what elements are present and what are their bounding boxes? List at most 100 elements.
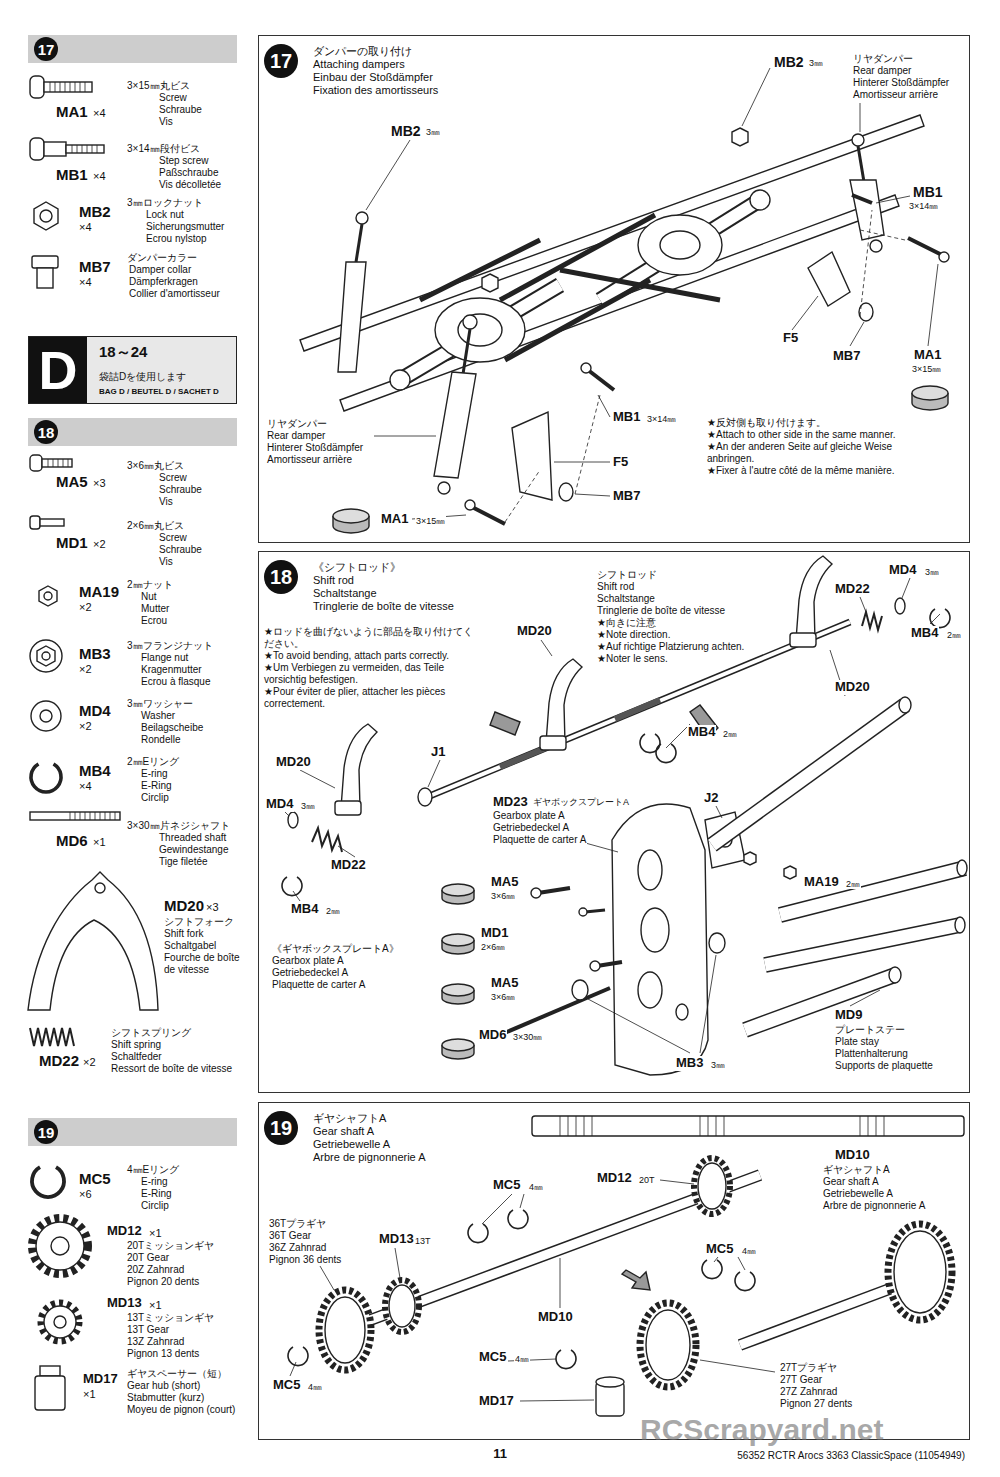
label-text: 2㎜ bbox=[946, 630, 962, 640]
label-text: Ressort de boîte de vitesse bbox=[110, 1063, 233, 1075]
part-code: MD12 bbox=[106, 1224, 143, 1239]
label-text: Pignon 36 dents bbox=[268, 1254, 342, 1266]
label-text: ×2 bbox=[78, 663, 93, 676]
label-text: 《ギヤボックスプレートA》 bbox=[271, 943, 400, 955]
label-text: 3×30㎜ bbox=[512, 1032, 543, 1042]
part-code: MD17 bbox=[82, 1372, 119, 1387]
label-text: 27Tプラギヤ bbox=[779, 1362, 838, 1374]
label-text: Nut bbox=[140, 591, 158, 603]
step-title: BAG D / BEUTEL D / SACHET D bbox=[99, 387, 219, 396]
label-text: Getriebedeckel A bbox=[271, 967, 349, 979]
label-text: 3×6㎜丸ビス bbox=[126, 460, 185, 472]
label-text: シフトフォーク bbox=[163, 916, 235, 928]
part-code: MB2 bbox=[773, 54, 805, 70]
part-code: MD22 bbox=[38, 1052, 80, 1069]
label-text: E-ring bbox=[140, 768, 169, 780]
part-code: MA5 bbox=[490, 976, 519, 991]
label-text: 3㎜ bbox=[425, 127, 441, 137]
label-text: Gewindestange bbox=[158, 844, 230, 856]
label-text: 2㎜ bbox=[325, 906, 341, 916]
part-code: MA19 bbox=[78, 583, 120, 600]
part-code: MD23 bbox=[492, 795, 529, 810]
label-text: ×4 bbox=[78, 780, 93, 793]
label-text: 27Z Zahnrad bbox=[779, 1386, 838, 1398]
label-text: E-ring bbox=[140, 1176, 169, 1188]
label-text: 3㎜ bbox=[924, 567, 940, 577]
label-text: ×6 bbox=[78, 1188, 93, 1201]
label-text: Step screw bbox=[158, 155, 209, 167]
part-code: MD4 bbox=[888, 563, 917, 578]
label-text: E-Ring bbox=[140, 1188, 173, 1200]
label-text: Screw bbox=[158, 532, 188, 544]
label-text: 2㎜ bbox=[845, 879, 861, 889]
label-text: Pignon 13 dents bbox=[126, 1348, 200, 1360]
step-title: ダンパーの取り付け bbox=[313, 45, 412, 58]
label-text: 27T Gear bbox=[779, 1374, 823, 1386]
part-code: MD9 bbox=[834, 1008, 863, 1023]
step-title: Fixation des amortisseurs bbox=[313, 84, 438, 97]
label-text: リヤダンパー bbox=[266, 418, 328, 430]
step-number: 19 bbox=[34, 1120, 58, 1144]
label-text: 3㎜ロックナット bbox=[126, 197, 204, 209]
part-code: MA1 bbox=[913, 348, 942, 363]
label-text: 20T bbox=[638, 1175, 656, 1185]
label-text: ギヤボックスプレートA bbox=[532, 797, 630, 807]
label-text: Plate stay bbox=[834, 1036, 880, 1048]
part-code: MB3 bbox=[675, 1056, 704, 1071]
part-code: MB4 bbox=[910, 626, 939, 641]
leader-lines bbox=[285, 68, 940, 1401]
part-code: MD6 bbox=[55, 832, 89, 849]
part-code: MB1 bbox=[55, 166, 89, 183]
label-text: E-Ring bbox=[140, 780, 173, 792]
part-code: MD20 bbox=[516, 624, 553, 639]
step-title: Schaltstange bbox=[313, 587, 377, 600]
step-title: Getriebewelle A bbox=[313, 1138, 390, 1151]
step-title: Einbau der Stoßdämpfer bbox=[313, 71, 433, 84]
label-text: 3㎜ bbox=[710, 1060, 726, 1070]
label-text: ★反対側も取り付けます。 bbox=[706, 417, 827, 429]
label-text: 3㎜ bbox=[808, 58, 824, 68]
label-text: Stabmutter (kurz) bbox=[126, 1392, 205, 1404]
label-text: Tringlerie de boîte de vitesse bbox=[596, 605, 726, 617]
label-text: Shift spring bbox=[110, 1039, 162, 1051]
step-title: Attaching dampers bbox=[313, 58, 405, 71]
step-number: 18 bbox=[264, 560, 298, 594]
label-text: ×4 bbox=[78, 221, 93, 234]
label-text: ×2 bbox=[82, 1056, 97, 1069]
part-code: MD1 bbox=[480, 926, 509, 941]
step-header-band: 19 bbox=[28, 1118, 237, 1146]
label-text: ×4 bbox=[92, 170, 107, 183]
step-title: Arbre de pignonnerie A bbox=[313, 1151, 426, 1164]
part-code: MD13 bbox=[106, 1296, 143, 1311]
label-text: リヤダンパー bbox=[852, 53, 914, 65]
label-text: ギヤシャフトA bbox=[822, 1164, 891, 1176]
step-number: 17 bbox=[34, 37, 58, 61]
label-text: Screw bbox=[158, 472, 188, 484]
step-header-band: 18 bbox=[28, 418, 237, 446]
label-text: 13T Gear bbox=[126, 1324, 170, 1336]
label-text: 4㎜ bbox=[528, 1182, 544, 1192]
label-text: Dämpferkragen bbox=[128, 276, 199, 288]
label-text: Threaded shaft bbox=[158, 832, 227, 844]
part-code: MC5 bbox=[492, 1178, 521, 1193]
bag-letter: D bbox=[29, 337, 87, 403]
label-text: 4㎜ bbox=[514, 1354, 530, 1364]
label-text: Pignon 20 dents bbox=[126, 1276, 200, 1288]
part-code: MB7 bbox=[612, 489, 641, 504]
label-text: Circlip bbox=[140, 792, 170, 804]
label-text: ×3 bbox=[205, 901, 220, 914]
label-text: ダンパーカラー bbox=[126, 252, 198, 264]
label-text: 3×14㎜ bbox=[908, 201, 939, 211]
page-number: 11 bbox=[492, 1447, 508, 1462]
label-text: 3㎜ワッシャー bbox=[126, 698, 194, 710]
label-text: Gear hub (short) bbox=[126, 1380, 201, 1392]
part-code: MA1 bbox=[380, 512, 409, 527]
part-code: MB1 bbox=[612, 410, 641, 425]
part-code: MB7 bbox=[832, 349, 861, 364]
label-text: 3×15㎜丸ビス bbox=[126, 80, 191, 92]
part-code: MD6 bbox=[478, 1028, 507, 1043]
label-text: ×4 bbox=[78, 276, 93, 289]
label-text: Vis bbox=[158, 556, 174, 568]
label-text: 3×6㎜ bbox=[490, 891, 516, 901]
